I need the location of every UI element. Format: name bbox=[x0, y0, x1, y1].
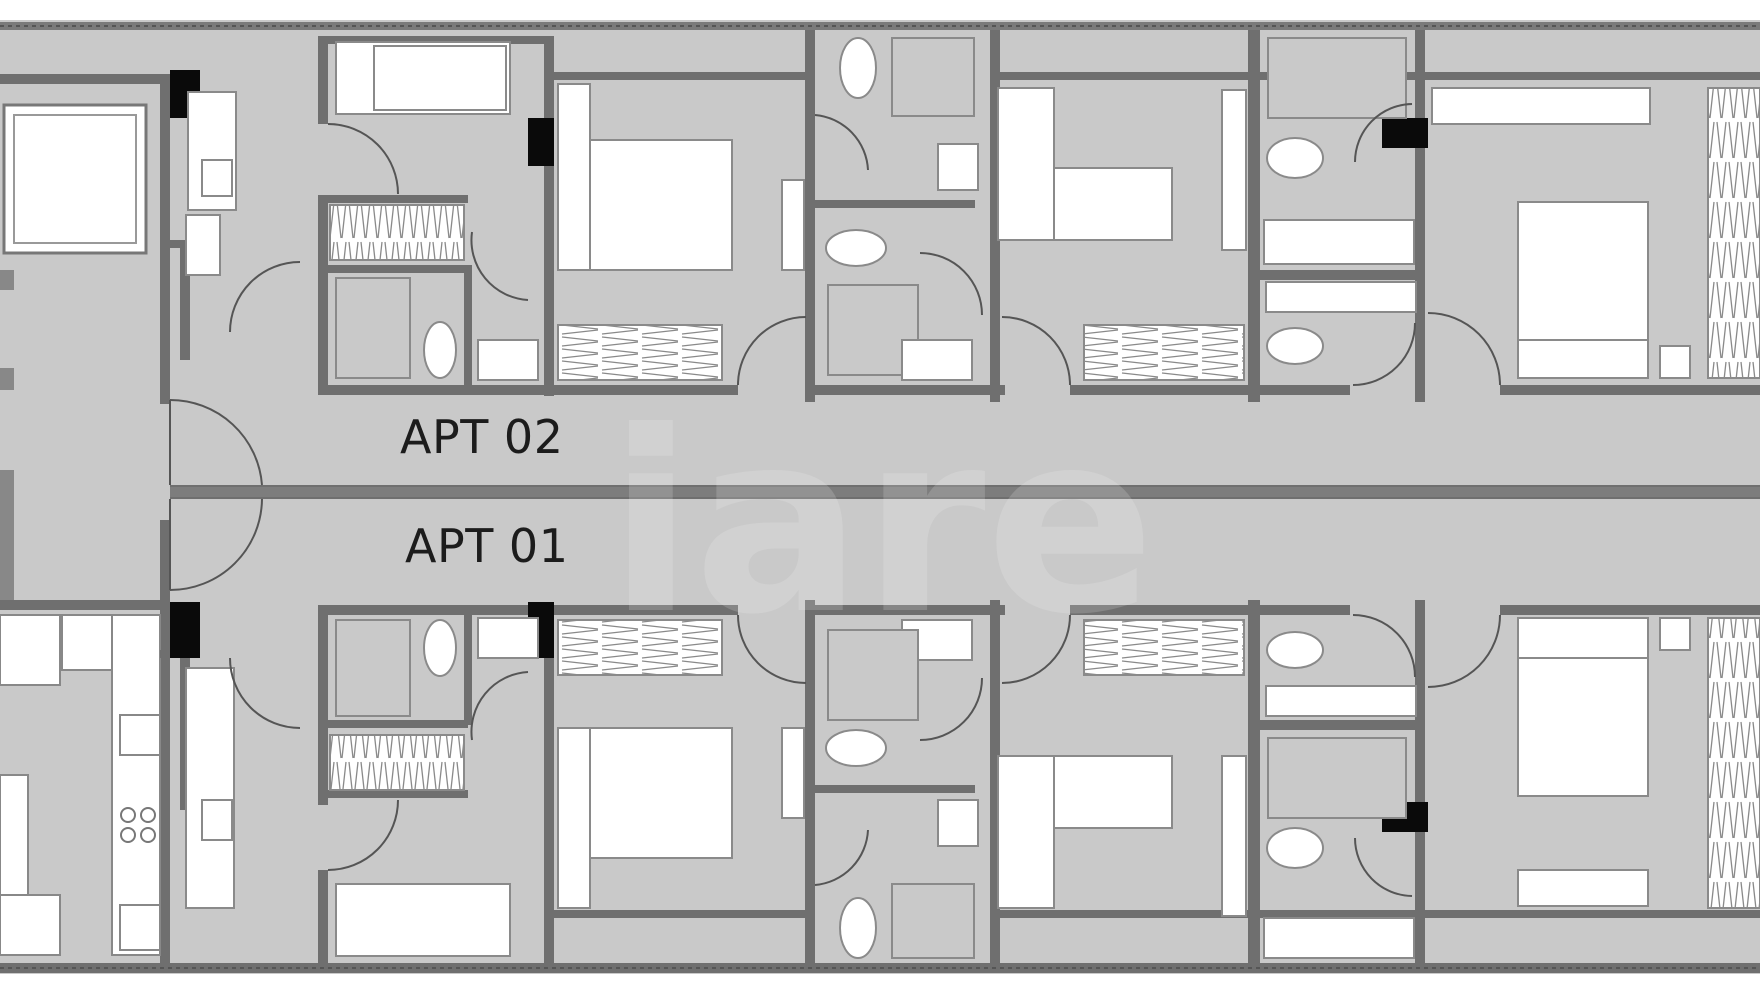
bed bbox=[335, 883, 511, 957]
toilet bbox=[1266, 137, 1324, 179]
apartment-label-apt-02: APT 02 bbox=[400, 410, 564, 464]
column bbox=[528, 118, 554, 166]
watermark-logo: iare bbox=[608, 380, 1155, 640]
basin bbox=[201, 799, 233, 841]
wardrobe bbox=[557, 619, 723, 676]
bed bbox=[1031, 755, 1173, 829]
wardrobe bbox=[557, 324, 723, 381]
toilet bbox=[825, 729, 887, 767]
bed bbox=[335, 41, 511, 115]
wardrobe bbox=[1083, 619, 1245, 676]
bed bbox=[1517, 201, 1649, 341]
lower-fixtures bbox=[185, 617, 1760, 959]
lower-walls bbox=[160, 600, 1760, 965]
toilet bbox=[1266, 327, 1324, 365]
shower bbox=[335, 277, 411, 379]
upper-walls bbox=[160, 30, 1760, 402]
toilet bbox=[839, 897, 877, 959]
column bbox=[170, 602, 200, 658]
bed bbox=[1031, 167, 1173, 241]
basin bbox=[477, 339, 539, 381]
left-core bbox=[0, 74, 170, 963]
shower bbox=[335, 619, 411, 717]
apartment-label-apt-01: APT 01 bbox=[405, 519, 569, 573]
bed bbox=[1517, 657, 1649, 797]
wardrobe bbox=[329, 204, 465, 261]
window-ticks bbox=[0, 25, 1760, 969]
wardrobe bbox=[329, 734, 465, 791]
basin bbox=[1263, 219, 1415, 265]
column bbox=[1382, 118, 1428, 148]
basin bbox=[1263, 917, 1415, 959]
basin bbox=[477, 617, 539, 659]
entrance-doors bbox=[169, 398, 263, 591]
toilet bbox=[423, 619, 457, 677]
watermark-text: iare bbox=[608, 380, 1155, 640]
toilet bbox=[1266, 631, 1324, 669]
wardrobe bbox=[1707, 87, 1760, 379]
wardrobe bbox=[1083, 324, 1245, 381]
upper-fixtures bbox=[185, 37, 1760, 381]
toilet bbox=[825, 229, 887, 267]
basin bbox=[1265, 685, 1417, 717]
wardrobe bbox=[1707, 617, 1760, 909]
toilet bbox=[1266, 827, 1324, 869]
door-swings bbox=[229, 103, 1501, 897]
toilet bbox=[839, 37, 877, 99]
basin bbox=[901, 339, 973, 381]
basin bbox=[937, 143, 979, 191]
toilet bbox=[423, 321, 457, 379]
basin bbox=[937, 799, 979, 847]
